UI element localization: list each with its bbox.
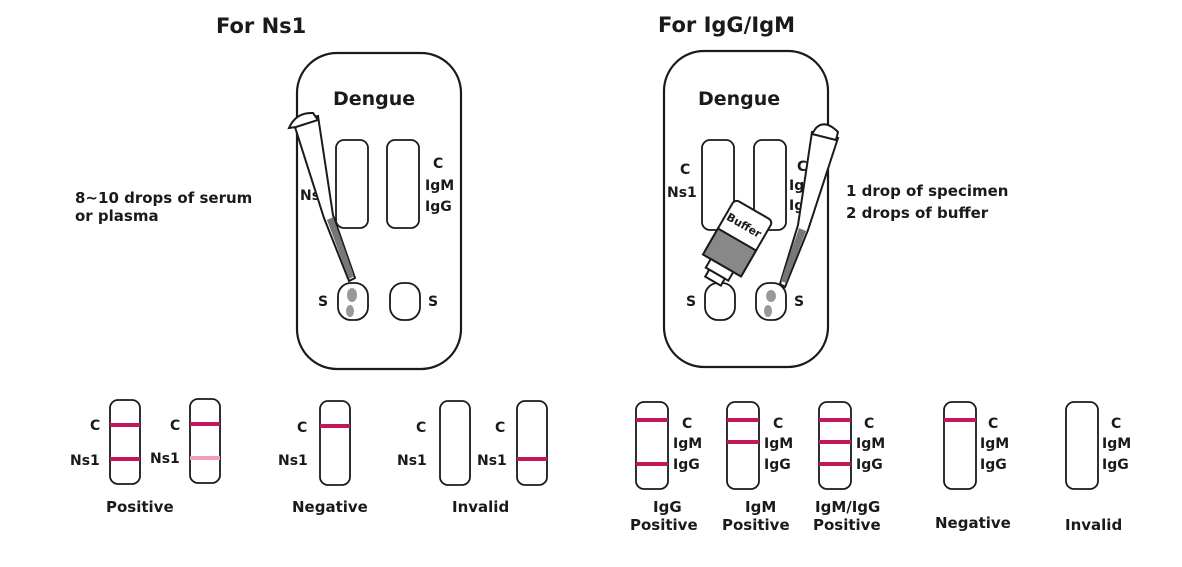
well-label-1: S [686, 294, 696, 310]
caption-line-2: Positive [813, 516, 881, 534]
strip-label-c: C [416, 420, 426, 436]
strip-label-c: C [170, 418, 180, 434]
igg-igm-instruction-line-1: 1 drop of specimen [846, 182, 1008, 200]
igg-igm-cassette-name: Dengue [698, 88, 780, 110]
caption-line-1: Negative [935, 514, 1011, 532]
window-label-igm: IgM [425, 178, 454, 194]
strip-label-ns1: Ns1 [397, 453, 427, 469]
window-label-igg: IgG [425, 199, 452, 215]
strip-label-ns1: Ns1 [150, 451, 180, 467]
igg-igm-result-both-positive: C IgM IgG IgM/IgG Positive [813, 401, 885, 534]
caption-positive: Positive [106, 498, 174, 516]
well-label-2: S [794, 294, 804, 310]
ns1-result-negative: C Ns1 [278, 400, 351, 486]
ns1-instruction-line-1: 8~10 drops of serum [75, 189, 252, 207]
strip-label-igg: IgG [980, 457, 1007, 473]
strip-label-ns1: Ns1 [70, 453, 100, 469]
igg-igm-cassette: Dengue C Ns1 C IgM IgG S S Buffer [662, 49, 840, 369]
igg-igm-result-window [753, 139, 787, 231]
buffer-bottle-icon: Buffer [701, 199, 773, 287]
strip-label-igm: IgM [673, 436, 702, 452]
strip-label-igm: IgM [1102, 436, 1131, 452]
igg-igm-title: For IgG/IgM [658, 13, 795, 37]
caption-line-2: Positive [722, 516, 790, 534]
strip-label-c: C [773, 416, 783, 432]
strip-label-igg: IgG [673, 457, 700, 473]
igg-igm-result-negative: C IgM IgG Negative [935, 401, 1011, 532]
strip-label-igg: IgG [1102, 457, 1129, 473]
window-label-c: C [433, 156, 443, 172]
strip-label-igm: IgM [980, 436, 1009, 452]
ns1-result-invalid-blank: C Ns1 [397, 400, 471, 486]
caption-line-2: Positive [630, 516, 698, 534]
ns1-result-window [335, 139, 369, 229]
ns1-result-positive-weak: C Ns1 [150, 398, 221, 484]
well-label-1: S [318, 294, 328, 310]
caption-negative: Negative [292, 498, 368, 516]
strip-label-ns1: Ns1 [278, 453, 308, 469]
igg-igm-result-invalid: C IgM IgG Invalid [1065, 401, 1131, 534]
strip-label-c: C [988, 416, 998, 432]
strip-label-c: C [682, 416, 692, 432]
strip-label-igm: IgM [856, 436, 885, 452]
window-label-c: C [797, 159, 807, 175]
dropper-icon [287, 111, 357, 317]
strip-label-igm: IgM [764, 436, 793, 452]
strip-label-c: C [90, 418, 100, 434]
igg-igm-instruction-line-2: 2 drops of buffer [846, 204, 989, 222]
ns1-result-positive-strong: C Ns1 [70, 399, 141, 485]
igg-igm-result-igm-positive: C IgM IgG IgM Positive [722, 401, 793, 534]
caption-line-1: Invalid [1065, 516, 1122, 534]
strip-label-igg: IgG [856, 457, 883, 473]
window-label-ns1: Ns1 [667, 185, 697, 201]
strip-label-igg: IgG [764, 457, 791, 473]
ns1-result-invalid-test-only: C Ns1 [477, 400, 548, 486]
igg-igm-sample-well [389, 282, 421, 321]
caption-line-1: IgG [653, 498, 682, 516]
strip-label-c: C [297, 420, 307, 436]
caption-line-1: IgM/IgG [815, 498, 880, 516]
ns1-sample-well [704, 282, 736, 321]
strip-label-c: C [495, 420, 505, 436]
ns1-instruction-line-2: or plasma [75, 207, 159, 225]
caption-line-1: IgM [745, 498, 776, 516]
well-label-2: S [428, 294, 438, 310]
ns1-cassette-name: Dengue [333, 88, 415, 110]
ns1-title: For Ns1 [216, 14, 306, 38]
caption-invalid: Invalid [452, 498, 509, 516]
igg-igm-result-igg-positive: C IgM IgG IgG Positive [630, 401, 702, 534]
strip-label-ns1: Ns1 [477, 453, 507, 469]
ns1-cassette: Dengue Ns1 C IgM IgG S S [287, 51, 463, 371]
strip-label-c: C [1111, 416, 1121, 432]
dropper-icon [764, 123, 840, 317]
strip-label-c: C [864, 416, 874, 432]
window-label-c: C [680, 162, 690, 178]
igg-igm-result-window [386, 139, 420, 229]
